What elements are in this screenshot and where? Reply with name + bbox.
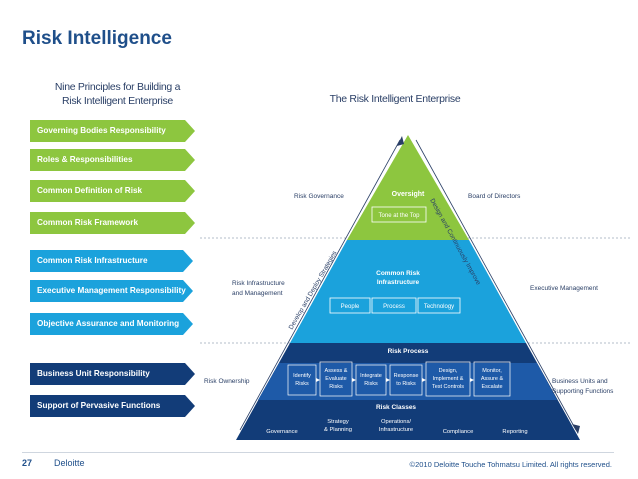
svg-text:Assess &: Assess & [325, 368, 348, 374]
infrastructure-tier [290, 240, 526, 343]
risk-class-compliance: Compliance [443, 429, 474, 435]
risk-class-strategy: Strategy [327, 419, 349, 425]
risk-process-band [258, 363, 557, 400]
risk-classes-label: Risk Classes [376, 404, 416, 411]
principles-heading-line2: Risk Intelligent Enterprise [62, 95, 173, 107]
risk-class-operations: Operations/ [381, 419, 411, 425]
principle-chevron: Common Risk Framework [30, 212, 195, 234]
arrow-head-icon [572, 424, 580, 434]
people-box [329, 297, 371, 314]
principle-chevron: Common Risk Infrastructure [30, 250, 193, 272]
principle-chevron: Support of Pervasive Functions [30, 395, 195, 417]
risk-ownership-label: Risk Ownership [204, 378, 250, 385]
tone-at-top-label: Tone at the Top [379, 213, 421, 219]
technology-box [417, 297, 461, 314]
principle-chevron: Business Unit Responsibility [30, 363, 195, 385]
svg-text:Monitor,: Monitor, [482, 368, 502, 374]
people-label: People [341, 304, 360, 310]
brand-name: Deloitte [54, 458, 85, 468]
risk-class-reporting: Reporting [502, 429, 527, 435]
svg-text:Assure &: Assure & [481, 376, 504, 382]
principles-heading-line1: Nine Principles for Building a [54, 81, 181, 93]
principle-chevron: Executive Management Responsibility [30, 280, 193, 302]
svg-text:Risks: Risks [295, 381, 309, 387]
page-number: 27 [22, 458, 33, 468]
risk-infrastructure-label-line1: Risk Infrastructure [232, 280, 285, 287]
svg-text:Response: Response [394, 373, 419, 379]
technology-label: Technology [424, 304, 454, 310]
common-risk-infrastructure-line2: Infrastructure [377, 279, 420, 286]
process-step: Monitor, Assure & Escalate [473, 361, 511, 397]
left-diagonal-arrow [239, 139, 401, 431]
process-label: Process [383, 304, 405, 310]
svg-text:Test Controls: Test Controls [432, 384, 464, 390]
principle-chevron: Objective Assurance and Monitoring [30, 313, 193, 335]
oversight-tier [347, 135, 469, 240]
principle-chevron: Roles & Responsibilities [30, 149, 195, 171]
executive-management-label: Executive Management [530, 285, 598, 292]
board-of-directors-label: Board of Directors [468, 193, 521, 200]
business-units-label-line2: Supporting Functions [552, 388, 614, 395]
common-risk-infrastructure-line1: Common Risk [376, 270, 420, 277]
svg-text:Identify: Identify [293, 373, 311, 379]
svg-text:Escalate: Escalate [481, 384, 502, 390]
slide-title: Risk Intelligence [22, 28, 172, 49]
svg-text:Implement &: Implement & [433, 376, 464, 382]
svg-text:Design,: Design, [439, 368, 458, 374]
svg-text:Integrate: Integrate [360, 373, 382, 379]
oversight-label: Oversight [392, 191, 425, 198]
svg-text:Risks: Risks [329, 384, 343, 390]
principle-chevron: Governing Bodies Responsibility [30, 120, 195, 142]
principle-chevron: Common Definition of Risk [30, 180, 195, 202]
svg-text:Risks: Risks [364, 381, 378, 387]
tone-at-top-box [371, 206, 427, 223]
risk-governance-label: Risk Governance [294, 193, 344, 200]
risk-class-operations-line2: Infrastructure [379, 427, 413, 433]
process-step-arrows [316, 378, 474, 382]
pyramid-heading: The Risk Intelligent Enterprise [329, 93, 461, 105]
risk-infrastructure-label-line2: and Management [232, 290, 283, 297]
right-diagonal-arrow [415, 139, 577, 431]
risk-class-governance: Governance [266, 429, 298, 435]
business-units-label-line1: Business Units and [552, 378, 608, 385]
footer-divider [22, 452, 614, 453]
risk-process-label: Risk Process [388, 348, 429, 355]
arrow-head-icon [397, 136, 404, 146]
svg-text:Evaluate: Evaluate [325, 376, 346, 382]
copyright-notice: ©2010 Deloitte Touche Tohmatsu Limited. … [409, 460, 612, 469]
risk-class-strategy-line2: & Planning [324, 427, 352, 433]
principles-heading: Nine Principles for Building a Risk Inte… [30, 80, 205, 108]
process-box [371, 297, 417, 314]
svg-text:to Risks: to Risks [396, 381, 416, 387]
